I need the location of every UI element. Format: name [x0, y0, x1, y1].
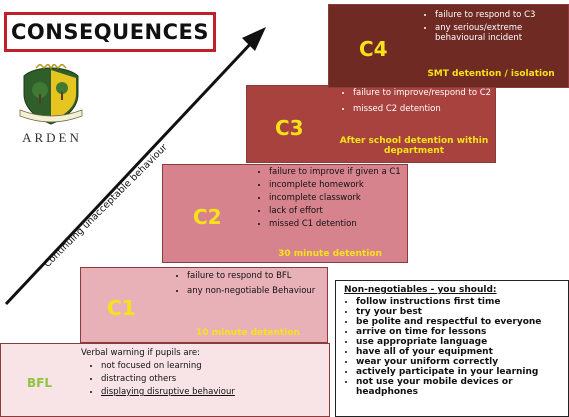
list-item: incomplete classwork: [269, 193, 409, 203]
list-item: lack of effort: [269, 206, 409, 216]
c4-list: failure to respond to C3 any serious/ext…: [421, 10, 569, 44]
list-item: follow instructions first time: [356, 297, 568, 307]
level-code-c2: C2: [193, 205, 222, 229]
level-code-c1: C1: [107, 296, 136, 320]
list-item: failure to improve/respond to C2: [353, 88, 503, 98]
list-item: failure to respond to BFL: [187, 271, 327, 281]
list-item: arrive on time for lessons: [356, 327, 568, 337]
level-c1: C1 failure to respond to BFL any non-neg…: [80, 267, 328, 343]
list-item: missed C1 detention: [269, 219, 409, 229]
list-item: use appropriate language: [356, 337, 568, 347]
c2-list: failure to improve if given a C1 incompl…: [255, 167, 409, 230]
title-box: CONSEQUENCES: [4, 12, 216, 52]
list-item: be polite and respectful to everyone: [356, 317, 568, 327]
c2-sanction: 30 minute detention: [278, 249, 382, 259]
c3-list: failure to improve/respond to C2 missed …: [339, 88, 503, 115]
list-item: wear your uniform correctly: [356, 357, 568, 367]
level-c3: C3 failure to improve/respond to C2 miss…: [246, 85, 496, 163]
list-item: actively participate in your learning: [356, 367, 568, 377]
c4-sanction: SMT detention / isolation: [427, 69, 555, 79]
list-item: any non-negotiable Behaviour: [187, 286, 327, 296]
list-item: not use your mobile devices or headphone…: [356, 377, 568, 397]
non-negotiables-list: follow instructions first time try your …: [344, 297, 568, 397]
school-name: ARDEN: [22, 130, 82, 145]
list-item: incomplete homework: [269, 180, 409, 190]
bfl-intro: Verbal warning if pupils are:: [81, 348, 200, 358]
level-code-bfl: BFL: [27, 376, 52, 390]
list-item: have all of your equipment: [356, 347, 568, 357]
page-title: CONSEQUENCES: [10, 20, 209, 44]
school-crest-icon: [14, 62, 88, 130]
list-item: failure to respond to C3: [435, 10, 569, 20]
c1-sanction: 10 minute detention: [196, 328, 300, 338]
list-item: displaying disruptive behaviour: [101, 387, 235, 397]
non-negotiables-box: Non-negotiables - you should: follow ins…: [335, 280, 569, 417]
level-bfl: BFL Verbal warning if pupils are: not fo…: [0, 343, 330, 417]
list-item: distracting others: [101, 374, 235, 384]
non-negotiables-title: Non-negotiables - you should:: [344, 285, 497, 295]
bfl-list: not focused on learning distracting othe…: [87, 361, 235, 398]
list-item: any serious/extreme behavioural incident: [435, 23, 569, 43]
level-code-c3: C3: [275, 116, 304, 140]
list-item: try your best: [356, 307, 568, 317]
level-code-c4: C4: [359, 37, 388, 61]
level-c2: C2 failure to improve if given a C1 inco…: [162, 164, 408, 263]
c3-sanction: After school detention within department: [339, 136, 489, 156]
c1-list: failure to respond to BFL any non-negoti…: [173, 271, 327, 297]
list-item: missed C2 detention: [353, 104, 503, 114]
list-item: failure to improve if given a C1: [269, 167, 409, 177]
list-item: not focused on learning: [101, 361, 235, 371]
level-c4: C4 failure to respond to C3 any serious/…: [328, 4, 569, 88]
